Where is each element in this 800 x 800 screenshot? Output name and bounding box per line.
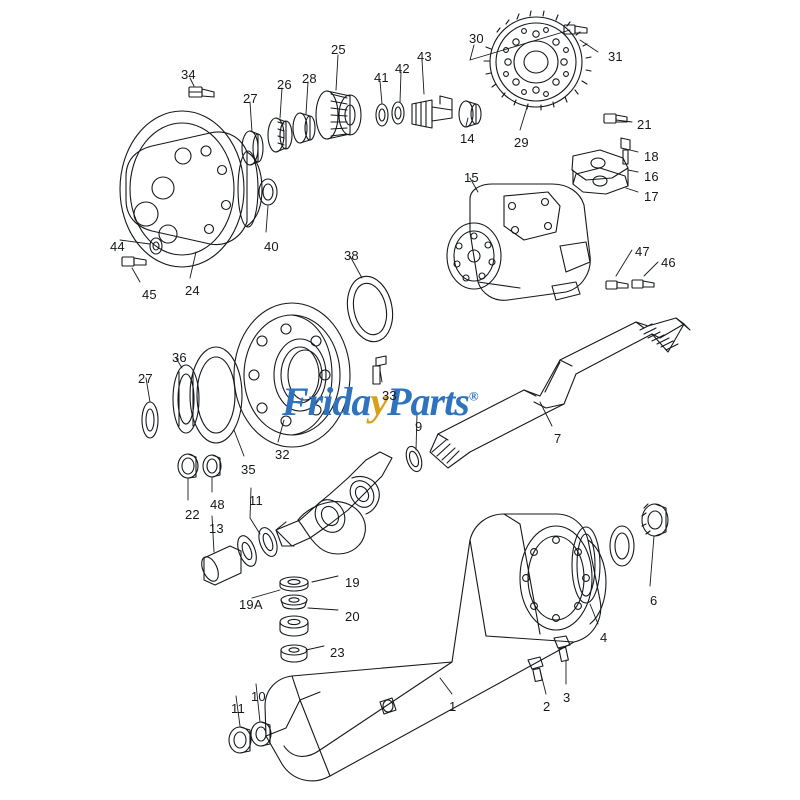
callout-32: 32 — [275, 447, 290, 462]
callout-45: 45 — [142, 287, 157, 302]
part-4-oring — [571, 526, 601, 604]
part-42-washer — [391, 101, 405, 125]
callout-30: 30 — [469, 31, 484, 46]
callout-16: 16 — [644, 169, 659, 184]
callout-4: 4 — [600, 630, 608, 645]
part-13-sleeve — [201, 545, 242, 586]
part-33-bolt — [372, 355, 387, 385]
part-35-ring — [189, 346, 243, 444]
part-22-bushing — [177, 453, 199, 479]
part-27b-seal — [141, 401, 159, 439]
callout-14: 14 — [460, 131, 475, 146]
part-26-bearing — [267, 117, 293, 153]
part-44-stud — [149, 237, 163, 255]
callout-44: 44 — [110, 239, 125, 254]
callout-24: 24 — [185, 283, 200, 298]
part-29-ring-gear — [483, 10, 592, 111]
part-36-ring — [172, 364, 200, 434]
part-6-seal — [609, 525, 635, 567]
callout-48: 48 — [210, 497, 225, 512]
part-14-nut — [458, 100, 482, 128]
callout-47: 47 — [635, 244, 650, 259]
part-41-washer — [375, 103, 389, 127]
part-24-hub — [119, 110, 263, 268]
callout-9: 9 — [415, 419, 423, 434]
callout-19A: 19A — [239, 597, 263, 612]
part-28-bearing — [292, 112, 316, 144]
callout-2: 2 — [543, 699, 551, 714]
part-48-bushing — [202, 454, 222, 478]
callout-33: 33 — [382, 388, 397, 403]
callout-42: 42 — [395, 61, 410, 76]
part-40-seal — [258, 178, 278, 206]
part-38-seal-ring — [346, 275, 394, 343]
callout-43: 43 — [417, 49, 432, 64]
callout-23: 23 — [330, 645, 345, 660]
callout-27: 27 — [243, 91, 258, 106]
part-21-bolt — [603, 113, 628, 124]
part-3-bolt — [553, 635, 571, 663]
part-16-17-steering-arm — [571, 149, 629, 195]
part-1-axle-housing — [264, 513, 607, 782]
part-19-19a-20-23-stack — [279, 576, 309, 663]
part-46-bolt — [631, 279, 655, 289]
part-32-hub-flange — [233, 302, 351, 448]
callout-19: 19 — [345, 575, 360, 590]
callout-25: 25 — [331, 42, 346, 57]
callout-3: 3 — [563, 690, 571, 705]
callout-20: 20 — [345, 609, 360, 624]
part-30-bolt — [563, 24, 588, 35]
callout-6: 6 — [650, 593, 658, 608]
part-45-stud — [121, 256, 147, 267]
part-27-bearing-cup — [241, 130, 264, 166]
callout-7: 7 — [554, 431, 562, 446]
callout-10: 10 — [251, 689, 266, 704]
callout-28: 28 — [302, 71, 317, 86]
callout-1: 1 — [449, 699, 457, 714]
callout-15: 15 — [464, 170, 479, 185]
part-43-pinion-shaft — [411, 95, 453, 129]
callout-36: 36 — [172, 350, 187, 365]
part-15-knuckle-housing — [446, 183, 591, 301]
part-18-bolt — [620, 137, 631, 165]
part-34-bolt — [188, 86, 215, 98]
callout-29: 29 — [514, 135, 529, 150]
part-11-washer — [237, 535, 257, 567]
callout-17: 17 — [644, 189, 659, 204]
part-9-bearing-cap — [405, 445, 423, 473]
callout-31: 31 — [608, 49, 623, 64]
callout-22: 22 — [185, 507, 200, 522]
part-9-universal-joint — [275, 451, 393, 555]
part-bearing-mid — [258, 527, 278, 557]
callout-11: 11 — [249, 493, 263, 508]
callout-13: 13 — [209, 521, 224, 536]
part-25-gear — [315, 90, 362, 140]
part-6-nut — [641, 503, 669, 537]
part-7-axle-shaft — [429, 317, 691, 469]
callout-41: 41 — [374, 70, 389, 85]
callout-18: 18 — [644, 149, 659, 164]
part-2-bolt — [527, 656, 544, 683]
callout-27: 27 — [138, 371, 153, 386]
leader-lines — [119, 29, 659, 727]
callout-40: 40 — [264, 239, 279, 254]
callout-38: 38 — [344, 248, 359, 263]
callout-46: 46 — [661, 255, 676, 270]
part-47-bolt — [605, 280, 629, 290]
part-10-11-bushings — [228, 721, 272, 754]
callout-26: 26 — [277, 77, 292, 92]
callout-21: 21 — [637, 117, 652, 132]
callout-34: 34 — [181, 67, 196, 82]
callout-11: 11 — [231, 701, 245, 716]
callout-35: 35 — [241, 462, 256, 477]
